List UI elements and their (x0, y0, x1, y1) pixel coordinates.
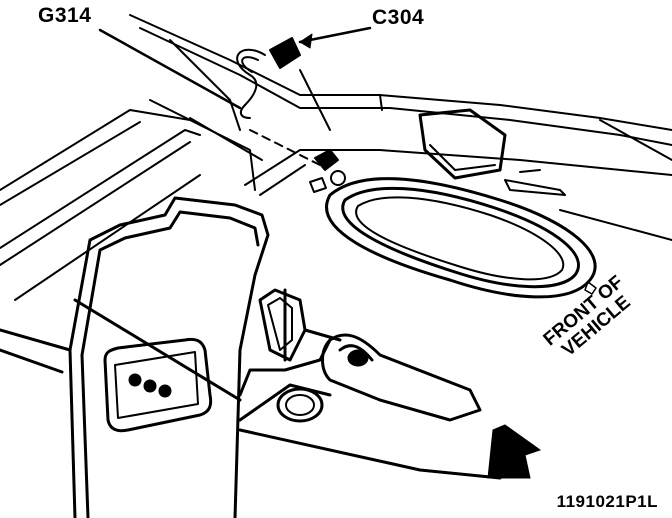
roof-edge-lines (0, 99, 263, 301)
g314-label: G314 (38, 4, 92, 27)
c304-arrowhead (299, 33, 313, 49)
upper-rail (129, 14, 672, 146)
ground-path-dashed (249, 129, 321, 166)
rear-deck-panel (244, 108, 672, 241)
oval-opening (325, 177, 597, 299)
panel-opening (103, 337, 213, 433)
figure-id: 1191021P1L (556, 492, 658, 511)
small-symbol (584, 281, 597, 295)
front-direction-arrow (487, 424, 542, 479)
lower-body-rail (238, 333, 502, 480)
quarter-panel (0, 196, 270, 518)
c304-label: C304 (372, 6, 425, 29)
hinge-bracket (238, 288, 342, 397)
ground-fastener (309, 149, 346, 193)
c304-connector-drawing (236, 37, 301, 119)
